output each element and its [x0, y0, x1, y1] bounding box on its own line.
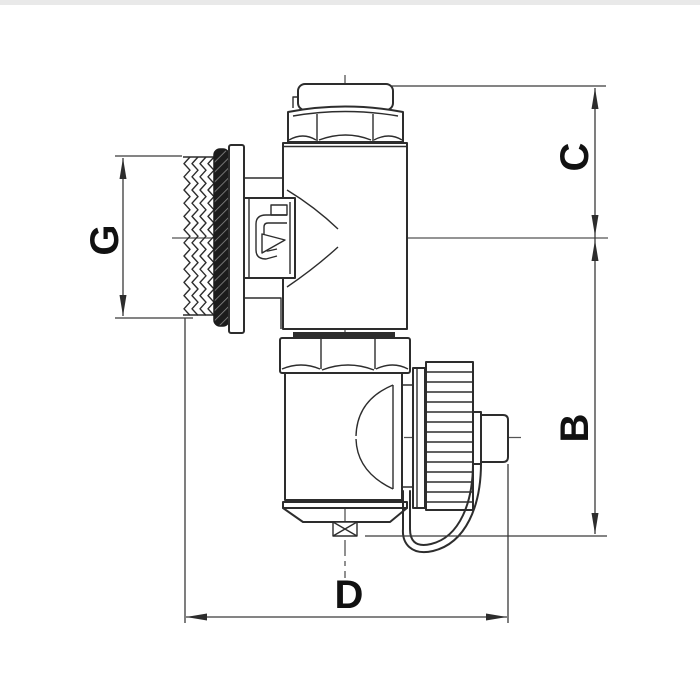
clip-outer [255, 214, 287, 260]
thread-profile [183, 156, 191, 317]
neck-shoulders [244, 177, 283, 329]
drain-cross [332, 521, 358, 537]
arrowhead-down [591, 215, 599, 236]
dimension-d: D [184, 318, 509, 623]
thread-profile [191, 156, 199, 317]
union-nut [279, 332, 411, 374]
bonnet-cap [287, 83, 404, 143]
hub-steps [402, 384, 413, 488]
lower-body-outline [284, 372, 403, 501]
arrowhead-right [486, 613, 507, 621]
arrowhead-down [119, 295, 127, 316]
nozzle-collar [472, 411, 482, 465]
cap-notch [292, 96, 298, 108]
seal-ring [213, 148, 230, 327]
arrowhead-up [119, 158, 127, 179]
thread-profile [199, 156, 207, 317]
union-nut-outline [279, 337, 411, 374]
page-top-strip [0, 0, 700, 5]
cap-tether-outer [401, 462, 482, 554]
gasket-band [293, 332, 395, 337]
clip-pointer [261, 233, 286, 254]
dim-label-g: G [83, 224, 127, 255]
knurled-cap [425, 361, 474, 511]
lower-body [282, 372, 413, 537]
dimension-c-b: C B [365, 85, 607, 537]
body-cone-lines [286, 189, 339, 288]
upper-body-outline [282, 142, 408, 330]
dim-label-b: B [553, 414, 597, 443]
vent-funnel [355, 384, 394, 490]
arrowhead-down [591, 513, 599, 534]
knurl-ribs [426, 371, 472, 503]
dim-label-c: C [553, 143, 597, 172]
vent-cap [401, 361, 509, 554]
thread-flange [228, 144, 245, 334]
clip-tab [270, 204, 288, 216]
arrowhead-up [591, 88, 599, 109]
thread-profile [207, 156, 215, 317]
nozzle [480, 414, 509, 463]
upper-body [244, 142, 408, 330]
arrowhead-up [591, 240, 599, 261]
skirt-flange [282, 501, 408, 509]
valve-insert [243, 197, 296, 279]
nut-chamfer-arcs [281, 364, 409, 371]
dim-label-d: D [335, 573, 364, 617]
arrowhead-left [186, 613, 207, 621]
dimension-g: G [83, 155, 193, 319]
hex-chamfer-arcs [288, 134, 403, 141]
hex-chamfer-edge [292, 110, 399, 117]
male-thread [183, 144, 245, 334]
cap-washer [412, 367, 426, 509]
